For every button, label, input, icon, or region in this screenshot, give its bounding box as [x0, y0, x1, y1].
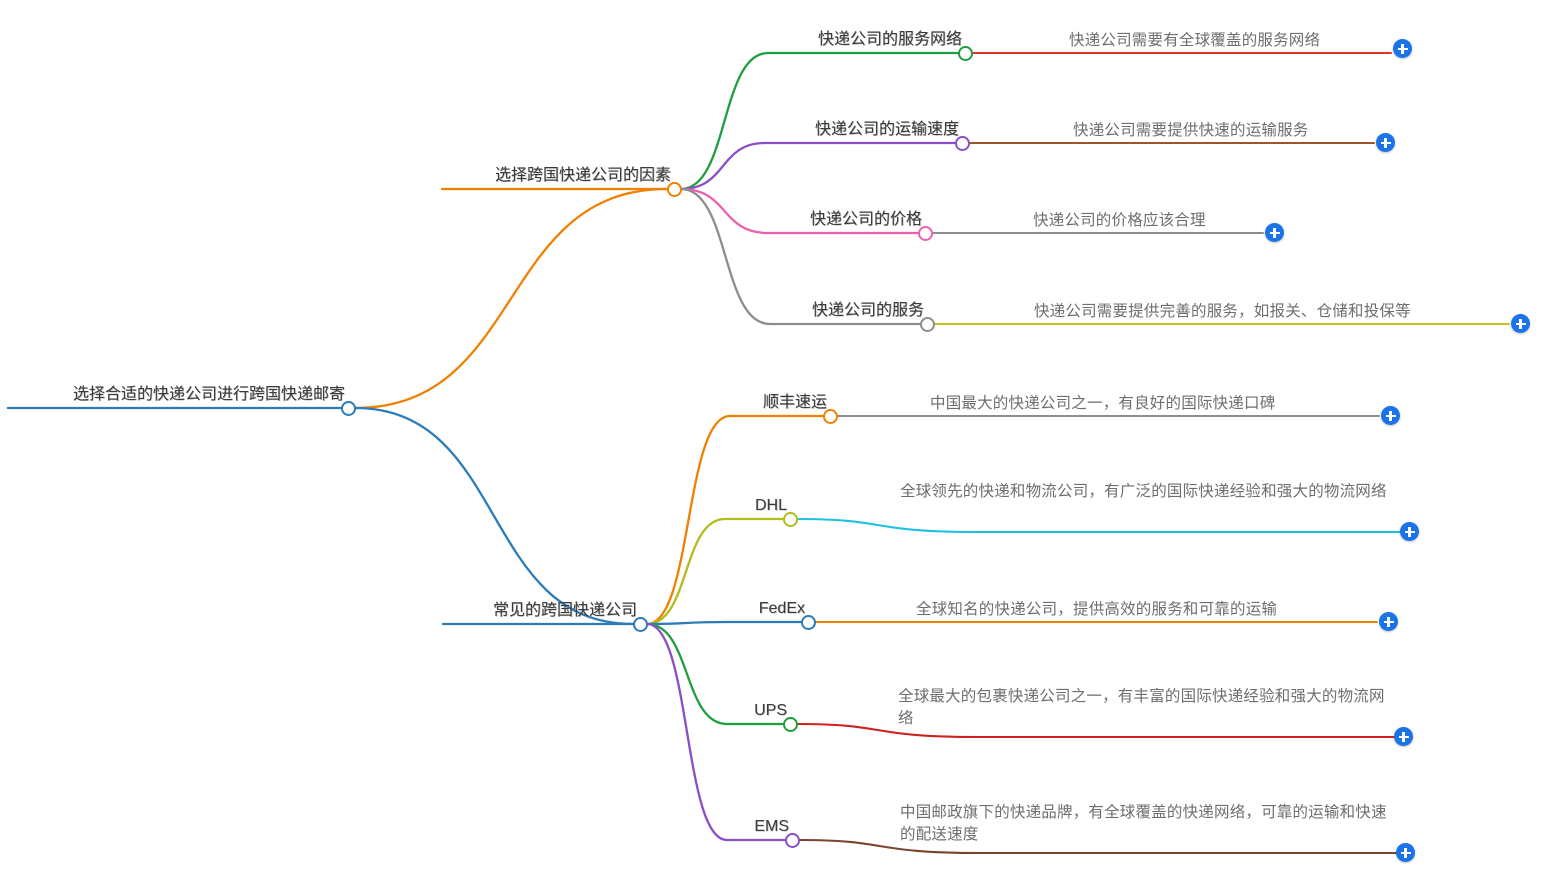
sub-node-label-service[interactable]: 快递公司的服务 [811, 302, 924, 319]
mindmap-edge [679, 187, 772, 326]
leaf-text-fedex: 全球知名的快递公司，提供高效的服务和可靠的运输 [916, 601, 1278, 618]
expand-button-service[interactable] [1511, 314, 1530, 333]
sub-node-label-ems[interactable]: EMS [754, 818, 789, 835]
mindmap-edge [679, 187, 770, 235]
expand-button-ems[interactable] [1396, 843, 1415, 862]
sub-node-label-price[interactable]: 快递公司的价格 [809, 211, 922, 228]
leaf-text-service: 快递公司需要提供完善的服务，如报关、仓储和投保等 [1034, 303, 1411, 320]
expand-button-transport-speed[interactable] [1376, 133, 1395, 152]
sub-node-dot-ups[interactable] [782, 716, 798, 732]
sub-node-label-fedex[interactable]: FedEx [758, 600, 805, 617]
sub-node-label-ups[interactable]: UPS [754, 702, 787, 719]
mindmap-edge [679, 51, 770, 191]
leaf-text-ems: 中国邮政旗下的快递品牌，有全球覆盖的快递网络，可靠的运输和快速的配送速度 [900, 804, 1387, 843]
leaf-text-sf-express: 中国最大的快递公司之一，有良好的国际快递口碑 [930, 395, 1276, 412]
branch-node-label-factors[interactable]: 选择跨国快递公司的因素 [494, 167, 671, 184]
expand-button-service-network[interactable] [1393, 39, 1412, 58]
expand-button-sf-express[interactable] [1381, 406, 1400, 425]
sub-node-dot-transport-speed[interactable] [954, 135, 970, 151]
mindmap-edge [679, 141, 767, 191]
expand-button-price[interactable] [1265, 223, 1284, 242]
expand-button-ups[interactable] [1394, 727, 1413, 746]
sub-node-dot-price[interactable] [917, 225, 933, 241]
sub-node-dot-dhl[interactable] [782, 511, 798, 527]
branch-node-label-companies[interactable]: 常见的跨国快递公司 [492, 602, 637, 619]
sub-node-label-service-network[interactable]: 快递公司的服务网络 [817, 31, 962, 48]
sub-node-label-transport-speed[interactable]: 快递公司的运输速度 [814, 121, 959, 138]
sub-node-label-dhl[interactable]: DHL [754, 497, 787, 514]
leaf-text-price: 快递公司的价格应该合理 [1033, 212, 1206, 229]
root-node-label[interactable]: 选择合适的快递公司进行跨国快递邮寄 [72, 386, 345, 403]
sub-node-dot-fedex[interactable] [800, 614, 816, 630]
leaf-text-service-network: 快递公司需要有全球覆盖的服务网络 [1069, 32, 1321, 49]
sub-node-dot-ems[interactable] [784, 832, 800, 848]
branch-node-dot-companies[interactable] [632, 616, 648, 632]
leaf-text-dhl: 全球领先的快递和物流公司，有广泛的国际快递经验和强大的物流网络 [900, 483, 1387, 500]
sub-node-dot-service[interactable] [919, 316, 935, 332]
expand-button-dhl[interactable] [1400, 522, 1419, 541]
expand-button-fedex[interactable] [1379, 612, 1398, 631]
branch-node-dot-factors[interactable] [666, 181, 682, 197]
root-node-dot[interactable] [340, 400, 356, 416]
leaf-text-ups: 全球最大的包裹快递公司之一，有丰富的国际快递经验和强大的物流网络 [898, 688, 1385, 727]
sub-node-dot-sf-express[interactable] [822, 408, 838, 424]
leaf-text-transport-speed: 快递公司需要提供快速的运输服务 [1073, 122, 1309, 139]
sub-node-label-sf-express[interactable]: 顺丰速运 [762, 394, 827, 411]
sub-node-dot-service-network[interactable] [957, 45, 973, 61]
